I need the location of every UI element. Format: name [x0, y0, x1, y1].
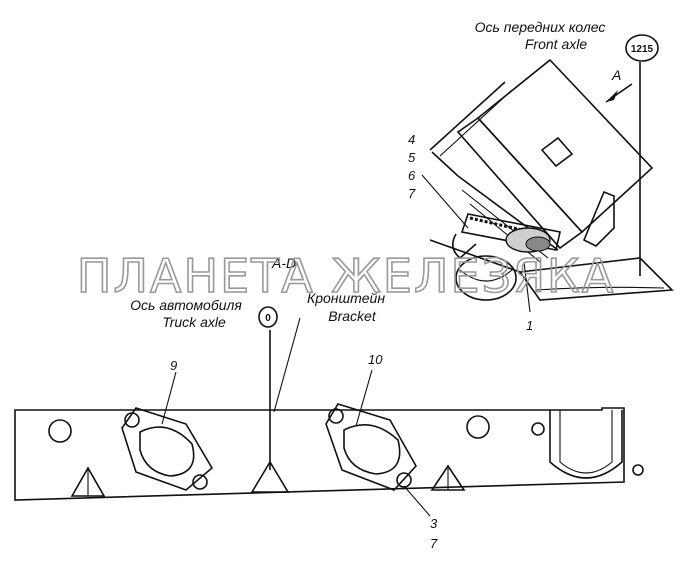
truck-axle-label-en: Truck axle [162, 314, 226, 330]
section-ad-label: A-D [271, 255, 296, 271]
truck-axle-beam [14, 330, 644, 501]
beam-hole-1 [48, 419, 72, 443]
bracket-label-ru: Кронштейн [307, 290, 385, 306]
callout-1: 1 [526, 318, 533, 333]
view-a-label: A [611, 67, 621, 83]
callout-10: 10 [368, 352, 383, 367]
rib-2 [250, 460, 290, 493]
truck-axle-label-ru: Ось автомобиля [130, 297, 242, 313]
callout-3: 3 [430, 516, 438, 531]
callout-4: 4 [408, 132, 415, 147]
badge-0: 0 [258, 306, 278, 328]
callout-7-lower: 7 [430, 536, 438, 551]
sensor-flange-10 [325, 403, 417, 491]
front-axle-label-en: Front axle [525, 36, 587, 52]
connector-strip [460, 213, 561, 251]
beam-hole-3 [531, 422, 545, 436]
terminal-block [540, 136, 574, 168]
lower-callout-leaders [161, 317, 431, 517]
watermark-text: ПЛАНЕТА ЖЕЛЕЗЯКА [77, 249, 615, 303]
front-axle-assembly [429, 58, 674, 301]
housing-top-edge [429, 81, 506, 151]
beam-outline [14, 407, 625, 501]
front-axle-label-ru: Ось передних колес [475, 19, 606, 35]
u-notch [549, 410, 623, 479]
tooth-ring [455, 255, 517, 301]
callout-5: 5 [408, 150, 416, 165]
callout-9: 9 [170, 358, 177, 373]
lower-bracket [518, 257, 674, 301]
beam-hole-2 [466, 415, 490, 439]
sensor-flange-9 [121, 407, 214, 491]
callout-6: 6 [408, 168, 416, 183]
badge-1215: 1215 [625, 34, 659, 62]
badge-0-text: 0 [265, 313, 271, 324]
badge-1215-text: 1215 [631, 44, 654, 55]
beam-hole-4 [632, 464, 644, 476]
bracket-label-en: Bracket [328, 308, 377, 324]
upper-callout-leaders [421, 174, 531, 313]
housing-side [456, 116, 584, 250]
callout-7-upper: 7 [408, 186, 416, 201]
